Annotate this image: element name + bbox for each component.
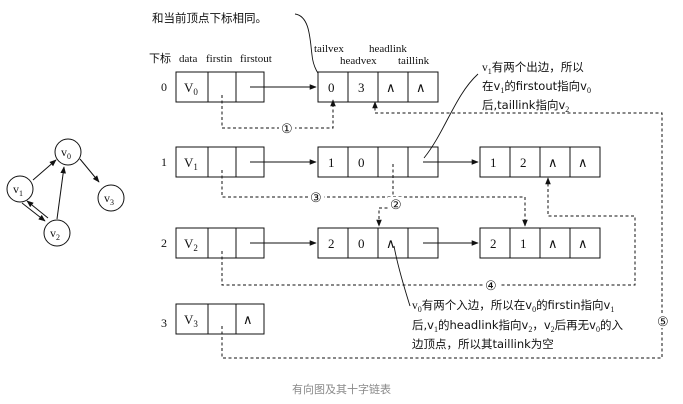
vertex-row-3: 3 V3 ∧ xyxy=(161,303,265,335)
note-right-line-2: 在v1的firstout指向v0 xyxy=(482,79,591,95)
vertex-index: 1 xyxy=(161,155,167,169)
note-bottom-leader xyxy=(393,245,411,307)
note-bottom: v0有两个入边，所以在v0的firstin指向v1 后,v1的headlink指… xyxy=(412,298,623,351)
vertex-label: V0 xyxy=(184,80,198,97)
dashed-link-3 xyxy=(221,170,528,227)
edge-headvex: 2 xyxy=(520,155,527,170)
edge-tailvex: 0 xyxy=(328,80,335,95)
edge-headvex: 3 xyxy=(358,80,365,95)
note-right: v1有两个出边，所以 在v1的firstout指向v0 后,taillink指向… xyxy=(482,60,591,114)
header-headvex: headvex xyxy=(340,55,377,67)
edge-headlink: ∧ xyxy=(548,155,558,170)
vertex-firstout-cell xyxy=(235,303,265,335)
vertex-data-cell xyxy=(175,303,209,335)
null-symbol: ∧ xyxy=(243,312,253,327)
dashed-link-2 xyxy=(376,164,394,227)
header-data: data xyxy=(179,53,197,65)
edge-taillink: ∧ xyxy=(578,236,588,251)
graph-edge-v1-v2 xyxy=(21,202,46,222)
graph-node-v2 xyxy=(43,219,71,247)
circled-numbers: ① ② ③ ④ ⑤ xyxy=(279,121,671,329)
header-index: 下标 xyxy=(149,51,171,65)
header-firstin: firstin xyxy=(206,53,233,65)
note-bottom-line-1: v0有两个入边，所以在v0的firstin指向v1 xyxy=(412,298,614,314)
note-bottom-line-2: 后,v1的headlink指向v2，v2后再无v0的入 xyxy=(412,318,623,334)
vertex-index: 0 xyxy=(161,80,167,94)
edge-taillink: ∧ xyxy=(416,80,426,95)
directed-graph: v0 v1 v2 v3 xyxy=(6,138,125,247)
vertex-data-cell xyxy=(175,227,209,259)
graph-node-v1-label: v1 xyxy=(13,182,23,198)
edge-headvex: 0 xyxy=(358,155,365,170)
note-right-line-1: v1有两个出边，所以 xyxy=(482,60,584,76)
note-right-leader xyxy=(423,73,479,159)
edge-taillink: ∧ xyxy=(578,155,588,170)
graph-node-v1 xyxy=(6,175,34,203)
column-headers: 下标 data firstin firstout tailvex headvex… xyxy=(149,43,430,67)
graph-node-v3-label: v3 xyxy=(104,191,114,207)
vertex-row-1: 1 V1 xyxy=(161,146,265,178)
vertex-index: 2 xyxy=(161,236,167,250)
edge-node-0-3: 0 3 ∧ ∧ xyxy=(317,71,439,103)
figure-caption: 有向图及其十字链表 xyxy=(292,383,391,396)
note-right-line-3: 后,taillink指向v2 xyxy=(482,98,569,114)
vertex-label: V3 xyxy=(184,312,198,329)
header-firstout: firstout xyxy=(240,53,272,65)
dashed-link-4 xyxy=(221,177,636,286)
graph-edge-v1-v0 xyxy=(32,159,57,181)
graph-node-v3 xyxy=(97,184,125,212)
note-top: 和当前顶点下标相同。 xyxy=(152,11,267,25)
edge-tailvex: 2 xyxy=(490,236,497,251)
edge-tailvex: 2 xyxy=(328,236,335,251)
edge-headlink: ∧ xyxy=(386,80,396,95)
circled-number-1: ① xyxy=(281,121,293,136)
edge-node-2-1: 2 1 ∧ ∧ xyxy=(479,227,601,259)
header-tailvex: tailvex xyxy=(314,43,344,55)
edge-node-2-0: 2 0 ∧ xyxy=(317,227,439,259)
circled-number-2: ② xyxy=(390,197,402,212)
edge-tailvex: 1 xyxy=(328,155,335,170)
edge-tailvex: 1 xyxy=(490,155,497,170)
edge-headvex: 0 xyxy=(358,236,365,251)
header-taillink: taillink xyxy=(398,55,430,67)
dashed-link-1 xyxy=(221,95,336,129)
edge-headlink: ∧ xyxy=(386,236,396,251)
note-bottom-line-3: 边顶点，所以其taillink为空 xyxy=(412,337,554,351)
vertex-label: V1 xyxy=(184,155,198,172)
edge-headlink: ∧ xyxy=(548,236,558,251)
circled-number-4: ④ xyxy=(485,278,497,293)
graph-edge-v0-v3 xyxy=(79,158,100,183)
header-headlink: headlink xyxy=(369,43,407,55)
edge-node-1-0: 1 0 xyxy=(317,146,439,178)
graph-node-v0 xyxy=(54,138,82,166)
dashed-link-5 xyxy=(221,101,663,359)
vertex-row-2: 2 V2 xyxy=(161,227,265,259)
vertex-firstin-cell xyxy=(207,303,237,335)
graph-edge-v2-v1 xyxy=(26,200,49,219)
vertex-row-0: 0 V0 xyxy=(161,71,265,103)
vertex-label: V2 xyxy=(184,236,198,253)
graph-node-v0-label: v0 xyxy=(61,145,71,161)
circled-number-5: ⑤ xyxy=(657,314,669,329)
edge-node-1-2: 1 2 ∧ ∧ xyxy=(479,146,601,178)
graph-node-v2-label: v2 xyxy=(50,226,60,242)
circled-number-3: ③ xyxy=(310,190,322,205)
edge-headvex: 1 xyxy=(520,236,527,251)
vertex-index: 3 xyxy=(161,316,167,330)
graph-edge-v2-v0 xyxy=(56,166,66,220)
